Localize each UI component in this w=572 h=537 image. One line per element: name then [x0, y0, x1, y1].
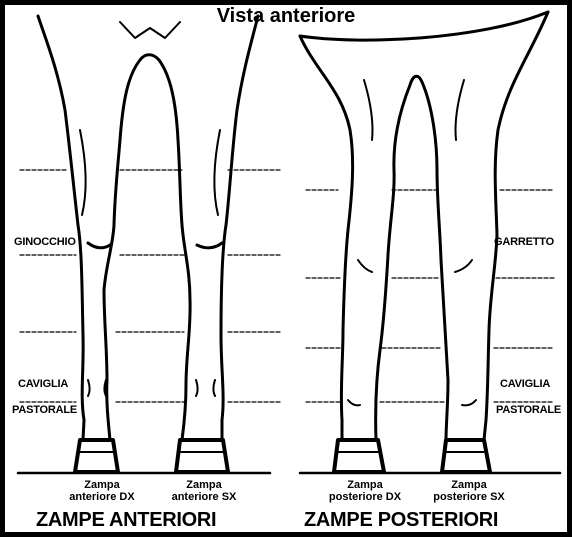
caption-line: posteriore SX — [424, 491, 514, 503]
label-pastern-front: PASTORALE — [12, 404, 77, 416]
label-knee: GINOCCHIO — [14, 236, 76, 248]
page-title: Vista anteriore — [0, 5, 572, 28]
caption-hind-left: Zampa posteriore SX — [424, 479, 514, 503]
caption-line: Zampa — [62, 479, 142, 491]
label-pastern-hind: PASTORALE — [496, 404, 561, 416]
caption-line: anteriore DX — [62, 491, 142, 503]
caption-line: Zampa — [164, 479, 244, 491]
caption-front-right: Zampa anteriore DX — [62, 479, 142, 503]
caption-front-left: Zampa anteriore SX — [164, 479, 244, 503]
caption-hind-right: Zampa posteriore DX — [320, 479, 410, 503]
label-ankle-hind: CAVIGLIA — [500, 378, 550, 390]
measurement-guides — [20, 170, 554, 402]
caption-line: anteriore SX — [164, 491, 244, 503]
section-heading-hind: ZAMPE POSTERIORI — [304, 509, 498, 532]
section-heading-front: ZAMPE ANTERIORI — [36, 509, 216, 532]
label-hock: GARRETTO — [494, 236, 554, 248]
label-ankle-front: CAVIGLIA — [18, 378, 68, 390]
caption-line: Zampa — [424, 479, 514, 491]
caption-line: Zampa — [320, 479, 410, 491]
caption-line: posteriore DX — [320, 491, 410, 503]
